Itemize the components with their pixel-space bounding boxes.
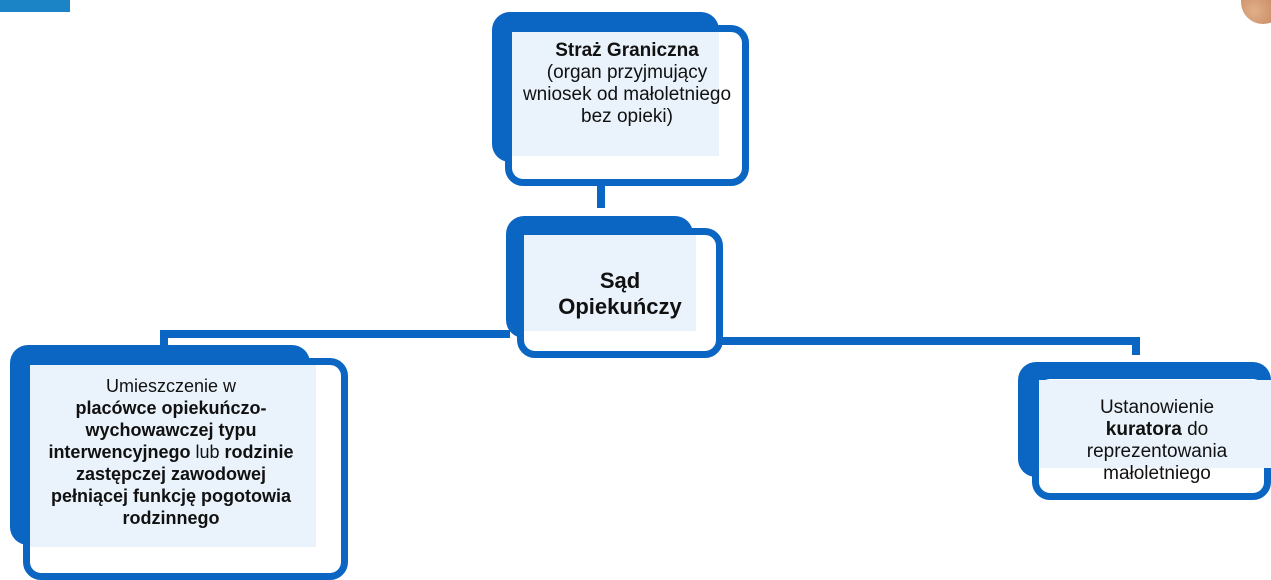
node-text-kurator: kuratora (1105, 419, 1182, 440)
node-fill (1039, 380, 1271, 468)
node-fill (512, 32, 719, 156)
node-text-intro: Ustanowienie (1099, 397, 1215, 418)
connector-right-horizontal (715, 337, 1140, 345)
node-text: Ustanowienie kuratora do reprezentowania… (1062, 397, 1252, 485)
corner-decoration (1241, 0, 1271, 24)
connector-left-horizontal (160, 330, 510, 338)
node-text-intro: Umieszczenie w (105, 376, 237, 396)
node-text-placowka: placówce opiekuńczo-wychowawczej typu in… (48, 398, 267, 462)
node-text-rodzina: rodzinie zastępczej zawodowej pełniącej … (50, 442, 294, 528)
node-text: Straż Graniczna (organ przyjmujący wnios… (514, 40, 740, 128)
node-title-line2: Opiekuńczy (558, 294, 682, 319)
node-text-connector: lub (195, 442, 220, 462)
node-fill (30, 365, 316, 547)
node-description: (organ przyjmujący wniosek od małoletnie… (522, 62, 732, 127)
node-text-rest: do reprezentowania małoletniego (1086, 419, 1228, 484)
node-fill (524, 235, 696, 331)
connector-straz-sad (597, 186, 605, 208)
node-text: Umieszczenie w placówce opiekuńczo-wycho… (36, 375, 306, 529)
connector-right-drop (1132, 337, 1140, 355)
node-title-line1: Sąd (599, 268, 641, 293)
corner-accent-bar (0, 0, 70, 12)
node-text: Sąd Opiekuńczy (524, 268, 716, 320)
connector-left-drop (160, 330, 168, 346)
node-title: Straż Graniczna (555, 40, 699, 61)
